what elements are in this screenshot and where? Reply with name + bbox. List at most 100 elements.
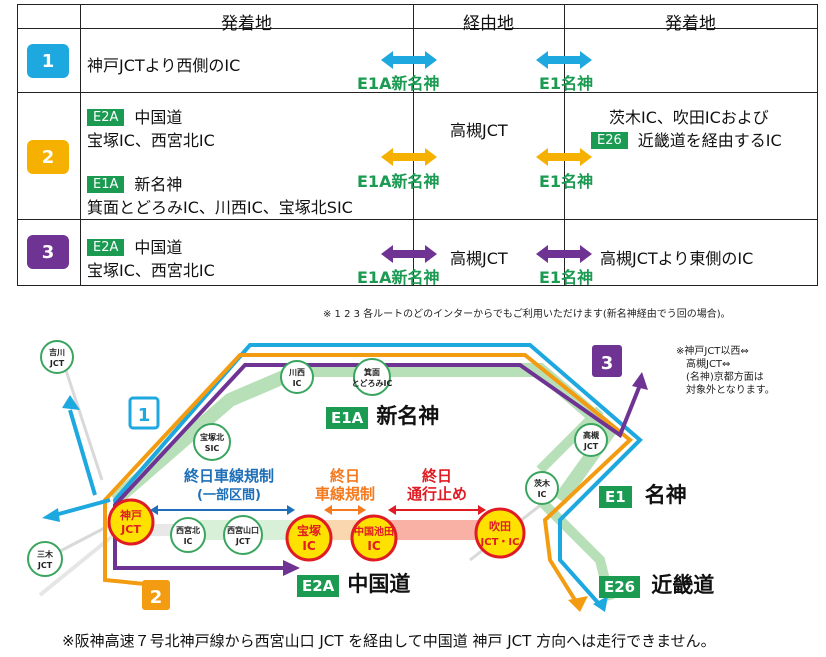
route-1-arrow (68, 409, 97, 496)
row1-left-arrow (381, 51, 437, 69)
sic-takarazuka-kita: 宝塚北 SIC (193, 423, 231, 461)
e1a-tag: E1A (87, 176, 125, 193)
e2a-tag: E2A (87, 109, 125, 126)
ic-nishinomiya-kita: 西宮北 IC (170, 517, 206, 553)
road-label-e1a: E1A 新名神 (326, 400, 439, 430)
jct-label: IC (293, 379, 302, 388)
route-3-line (113, 363, 642, 570)
jct-takatsuki: 高槻 JCT (574, 423, 608, 457)
road-label-e26: E26 近畿道 (599, 569, 714, 599)
restriction-arrowhead (150, 505, 158, 515)
road-tag: E2A (297, 575, 340, 597)
road-name: 新名神 (376, 404, 440, 428)
restriction-arrowhead (388, 505, 396, 515)
jct-label: IC (184, 537, 193, 546)
road-name: 中国道 (134, 108, 183, 127)
restriction-lane: 終日 (330, 467, 360, 485)
jct-label: とどろみIC (352, 378, 393, 388)
dest-text: 近畿道を経由するIC (637, 131, 782, 150)
side-note: ※神戸JCT以西⇔ 高槻JCT⇔ (名神)京都方面は 対象外となります。 (676, 345, 775, 397)
row2-left-route: E1A新名神 (357, 172, 440, 191)
table-border (17, 219, 818, 220)
e26-tag: E26 (591, 132, 628, 149)
row2-right-route: E1名神 (539, 172, 594, 191)
row2-origin-ic1: 宝塚IC、西宮北IC (87, 131, 215, 150)
ic-ibaraki: 茨木 IC (525, 471, 559, 505)
route-1-west-arrowhead (42, 508, 60, 522)
route-3-arrowhead (283, 560, 300, 576)
restriction-arrowhead (478, 505, 486, 515)
road-name: 中国道 (134, 238, 183, 257)
row2-origin-road2: E1A 新名神 (87, 171, 182, 195)
side-note-line: (名神)京都方面は (686, 372, 764, 383)
route-1-number: 1 (138, 405, 151, 426)
meishin-road (536, 406, 604, 474)
jct-label: 西宮山口 (227, 525, 259, 535)
road-name: 名神 (644, 483, 687, 507)
row2-origin-ic2: 箕面とどろみIC、川西IC、宝塚北SIC (87, 198, 353, 217)
header-origin: 発着地 (221, 14, 272, 34)
header-via: 経由地 (463, 14, 514, 34)
jct-label: 吉川 (49, 347, 65, 357)
road-name: 新名神 (134, 175, 183, 194)
restriction-closure: 終日 (422, 467, 452, 485)
row3-origin-ic: 宝塚IC、西宮北IC (87, 261, 215, 280)
row2-dest-line1: 茨木IC、吹田ICおよび (609, 108, 769, 127)
row3-left-arrow (381, 245, 437, 263)
jct-label: JCT (583, 442, 599, 451)
jct-label: 三木 (37, 549, 54, 559)
jct-label: IC (538, 490, 547, 499)
route-3-tag: 3 (592, 345, 622, 377)
road-tag: E1 (599, 486, 632, 508)
jct-label: SIC (205, 444, 220, 453)
route-3-ne-arrowhead (632, 372, 648, 390)
table-border (80, 4, 81, 286)
row2-dest-line2: E26 近畿道を経由するIC (591, 127, 782, 151)
route-3-number: 3 (601, 353, 614, 374)
side-note-line: 高槻JCT⇔ (686, 359, 731, 370)
road-tag: E26 (599, 576, 641, 598)
route-2-badge: 2 (27, 140, 69, 174)
route-2-arrowhead (568, 596, 588, 612)
row3-left-route: E1A新名神 (357, 268, 440, 287)
row2-origin-road1: E2A 中国道 (87, 104, 182, 128)
restriction-arrowhead (287, 505, 295, 515)
table-border (17, 285, 818, 286)
route-1-west-arrow (54, 498, 111, 517)
top-note: ※ 1 2 3 各ルートのどのインターからでもご利用いただけます(新名神経由でう… (323, 309, 731, 320)
jct-label: JCT (37, 561, 53, 570)
jct-label: 中国池田 (354, 525, 394, 538)
table-border (17, 4, 18, 286)
route-table: 発着地 経由地 発着地 1 神戸JCTより西側のIC E1A新名神 E1名神 2… (17, 4, 818, 287)
row3-right-arrow (536, 245, 592, 263)
jct-yoshikawa: 吉川 JCT (40, 340, 74, 374)
jct-label: 高槻 (583, 430, 599, 440)
route-1-se-arrowhead (593, 596, 608, 612)
jct-label: JCT (49, 359, 65, 368)
row2-right-arrow (536, 148, 592, 166)
road-label-e2a: E2A 中国道 (297, 568, 410, 598)
route-1-badge: 1 (27, 44, 69, 78)
road-name: 中国道 (347, 572, 411, 596)
jct-label: 箕面 (364, 367, 380, 377)
side-note-line: 対象外となります。 (686, 385, 775, 396)
table-border (17, 28, 818, 29)
route-3-badge: 3 (27, 235, 69, 269)
road-label-e1: E1 名神 (599, 479, 687, 509)
jct-suita: 吹田 JCT・IC (474, 507, 526, 559)
route-2-line (103, 353, 634, 602)
restriction-lane-partial-sub: (一部区間) (197, 487, 261, 503)
row3-dest: 高槻JCTより東側のIC (600, 249, 754, 268)
jct-label: 茨木 (534, 478, 551, 488)
restriction-closure-sub: 通行止め (407, 485, 467, 503)
table-border (413, 4, 414, 286)
jct-label: 川西 (288, 368, 305, 377)
table-border (17, 92, 818, 93)
ic-kawanishi: 川西 IC (280, 360, 314, 394)
road-tag: E1A (326, 407, 369, 429)
restriction-arrowhead (358, 505, 366, 515)
jct-label: IC (367, 539, 380, 553)
route-1-line (112, 343, 643, 607)
